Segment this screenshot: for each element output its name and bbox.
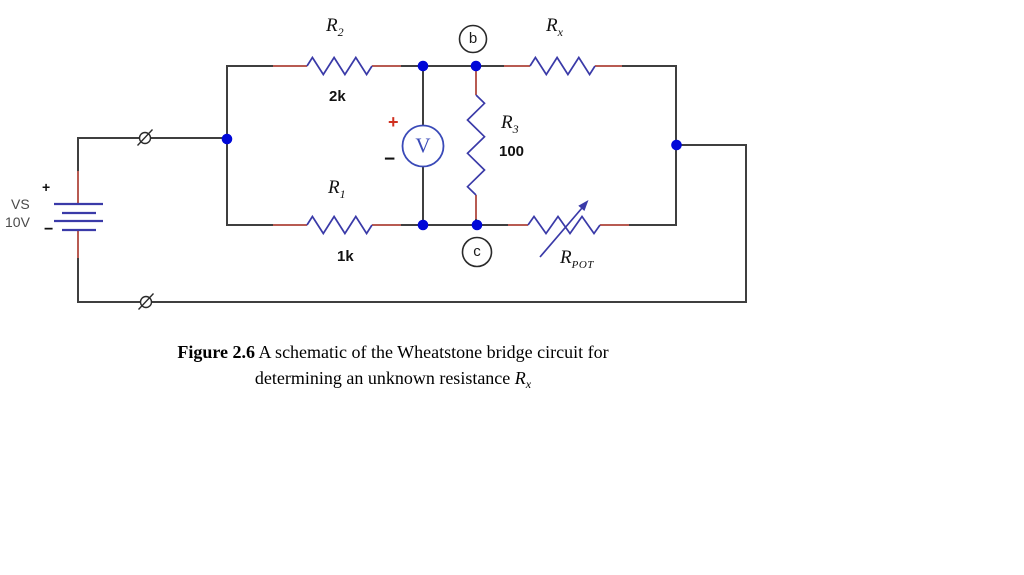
battery-plus-sign: + — [42, 179, 51, 195]
rpot-arrow-icon — [539, 200, 589, 258]
resistor-zigzags — [306, 55, 601, 236]
node-b-label: b — [468, 30, 478, 48]
rpot-arrow-head — [578, 200, 589, 211]
voltmeter-symbol: V — [415, 133, 431, 158]
rpot-arrow-shaft — [539, 207, 583, 258]
label-r1-symbol: R — [328, 177, 340, 198]
node-c-label: c — [473, 243, 481, 261]
label-r3: R3 — [501, 112, 519, 137]
wires — [77, 65, 747, 303]
junction-dot — [221, 133, 233, 145]
caption-figure-number: Figure 2.6 — [177, 342, 256, 362]
value-r1: 1k — [337, 248, 354, 265]
resistor-rpot-zigzag — [527, 215, 601, 235]
junction-dot — [671, 139, 682, 151]
label-r1: R1 — [328, 177, 346, 202]
label-r2: R2 — [326, 15, 344, 40]
caption-line1: Figure 2.6 A schematic of the Wheatstone… — [93, 339, 693, 365]
label-rpot-sub: POT — [571, 259, 594, 271]
resistor-r1-zigzag — [306, 214, 373, 236]
label-r2-symbol: R — [326, 15, 338, 36]
battery-minus-sign: − — [44, 221, 54, 238]
value-r3: 100 — [499, 143, 525, 160]
junction-dot — [471, 219, 483, 231]
label-r3-sub: 3 — [512, 122, 520, 136]
node-b-circle — [458, 24, 488, 54]
source-value: 10V — [5, 214, 30, 230]
node-circles — [458, 24, 493, 268]
red-lead-segments — [77, 65, 629, 258]
junction-dot — [417, 60, 429, 72]
label-rx-symbol: R — [546, 15, 558, 36]
voltmeter-plus-sign: + — [388, 112, 399, 132]
connector-marker-slash — [137, 293, 155, 310]
connector-marker-slash — [136, 129, 154, 146]
resistor-r2-zigzag — [306, 55, 373, 77]
value-r2: 2k — [329, 88, 346, 105]
resistor-r3-zigzag — [466, 94, 486, 196]
node-c-circle — [461, 236, 493, 268]
junction-dot — [417, 219, 429, 231]
label-rpot-symbol: R — [560, 247, 572, 268]
voltmeter-icon — [401, 124, 445, 168]
label-rx-sub: x — [557, 25, 564, 39]
caption-line1-text: A schematic of the Wheatstone bridge cir… — [255, 342, 609, 362]
caption-rx-sub: x — [525, 377, 532, 391]
resistor-rx-zigzag — [529, 55, 596, 77]
voltmeter-minus-sign: − — [384, 149, 396, 170]
wire-right-outer — [675, 144, 747, 303]
caption-line2: determining an unknown resistance Rx — [93, 365, 693, 397]
junction-dot — [470, 60, 482, 72]
battery-icon — [54, 202, 103, 232]
label-rpot: RPOT — [560, 247, 594, 271]
caption-rx-symbol: R — [514, 368, 526, 388]
label-r2-sub: 2 — [337, 25, 345, 39]
label-r1-sub: 1 — [339, 187, 347, 201]
caption-line2-text: determining an unknown resistance — [254, 368, 515, 388]
label-rx: Rx — [546, 15, 563, 40]
label-r3-symbol: R — [501, 112, 513, 133]
source-name: VS — [11, 196, 30, 212]
junction-dots — [221, 60, 682, 231]
figure-caption: Figure 2.6 A schematic of the Wheatstone… — [93, 339, 693, 397]
wire-markers — [136, 129, 155, 310]
